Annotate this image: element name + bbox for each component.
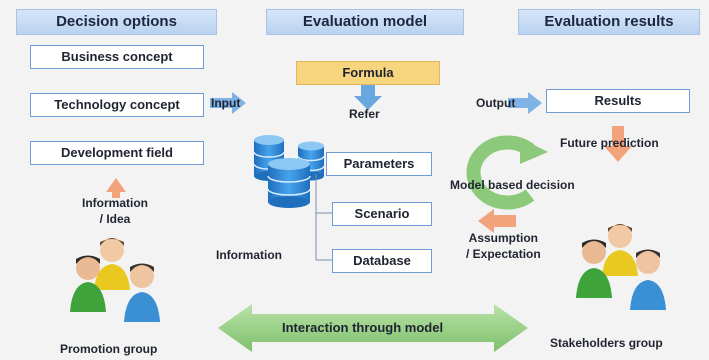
assumption-left-arrow [478,209,516,233]
people-group-icon [70,238,160,322]
evaluation-model-header: Evaluation model [266,9,464,35]
formula-box: Formula [296,61,440,85]
parameter-connectors [315,174,332,261]
future-down-arrow [604,126,632,162]
assumption-expectation-label: Assumption / Expectation [466,231,541,261]
information-up-arrow [106,178,126,198]
results-box: Results [546,89,690,113]
scenario-box: Scenario [332,202,432,226]
option-technology-concept: Technology concept [30,93,204,117]
refer-label: Refer [349,107,380,121]
model-based-decision-label: Model based decision [450,178,575,192]
database-box: Database [332,249,432,273]
interaction-label: Interaction through model [282,320,444,335]
cycle-arrow-icon [466,135,548,210]
stakeholders-group-label: Stakeholders group [550,336,663,350]
evaluation-results-header: Evaluation results [518,9,700,35]
option-development-field: Development field [30,141,204,165]
decision-options-header: Decision options [16,9,217,35]
people-group-icon [576,224,666,310]
parameters-box: Parameters [326,152,432,176]
option-business-concept: Business concept [30,45,204,69]
output-arrow [508,92,542,114]
input-arrow [210,92,246,114]
database-icon [253,135,325,208]
future-prediction-label: Future prediction [560,136,659,150]
input-label: Input [211,96,241,110]
refer-arrow [354,84,382,110]
output-label: Output [476,96,516,110]
information-idea-label: Information / Idea [82,196,148,226]
information-label: Information [216,248,282,262]
promotion-group-label: Promotion group [60,342,158,356]
interaction-double-arrow [218,304,528,352]
